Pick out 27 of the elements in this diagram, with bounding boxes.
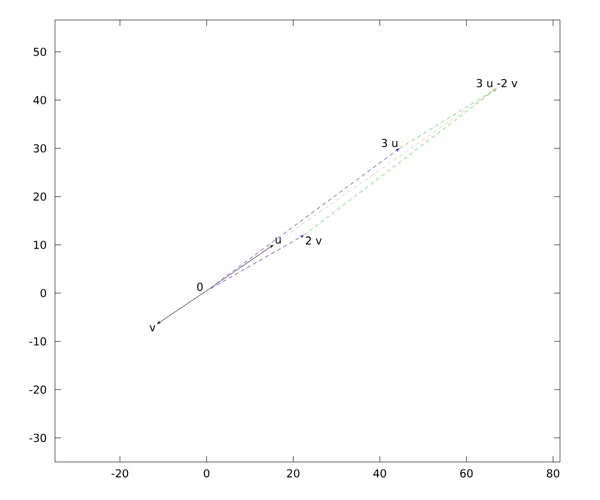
vector-arrow — [204, 235, 304, 292]
tick-label: 50 — [34, 48, 46, 56]
tick-label: 20 — [287, 469, 300, 478]
vector-arrow — [157, 292, 205, 324]
tick-label: -20 — [29, 385, 46, 394]
point-label: v — [150, 325, 156, 332]
tick-label: -10 — [29, 337, 46, 346]
tick-label: 40 — [33, 96, 46, 104]
tick-label: 80 — [546, 469, 560, 478]
tick-label: -20 — [112, 469, 128, 478]
vector-arrow — [304, 88, 496, 236]
point-label: 3 u — [382, 138, 398, 148]
tick-label: 0 — [204, 469, 210, 478]
point-label: 3 u -2 v — [476, 78, 518, 88]
tick-label: 60 — [460, 469, 473, 478]
tick-label: 20 — [34, 192, 46, 201]
tick-label: 30 — [34, 144, 46, 152]
tick-label: -30 — [29, 434, 46, 442]
tick-label: 0 — [40, 288, 46, 298]
point-label: u — [276, 237, 281, 244]
tick-label: 40 — [373, 469, 386, 478]
point-label: 0 — [197, 282, 203, 291]
tick-label: 10 — [34, 240, 46, 249]
vector-arrow — [204, 148, 400, 292]
vector-arrow — [399, 88, 496, 149]
point-label: 2 v — [306, 236, 322, 245]
vector-arrow — [204, 88, 496, 292]
